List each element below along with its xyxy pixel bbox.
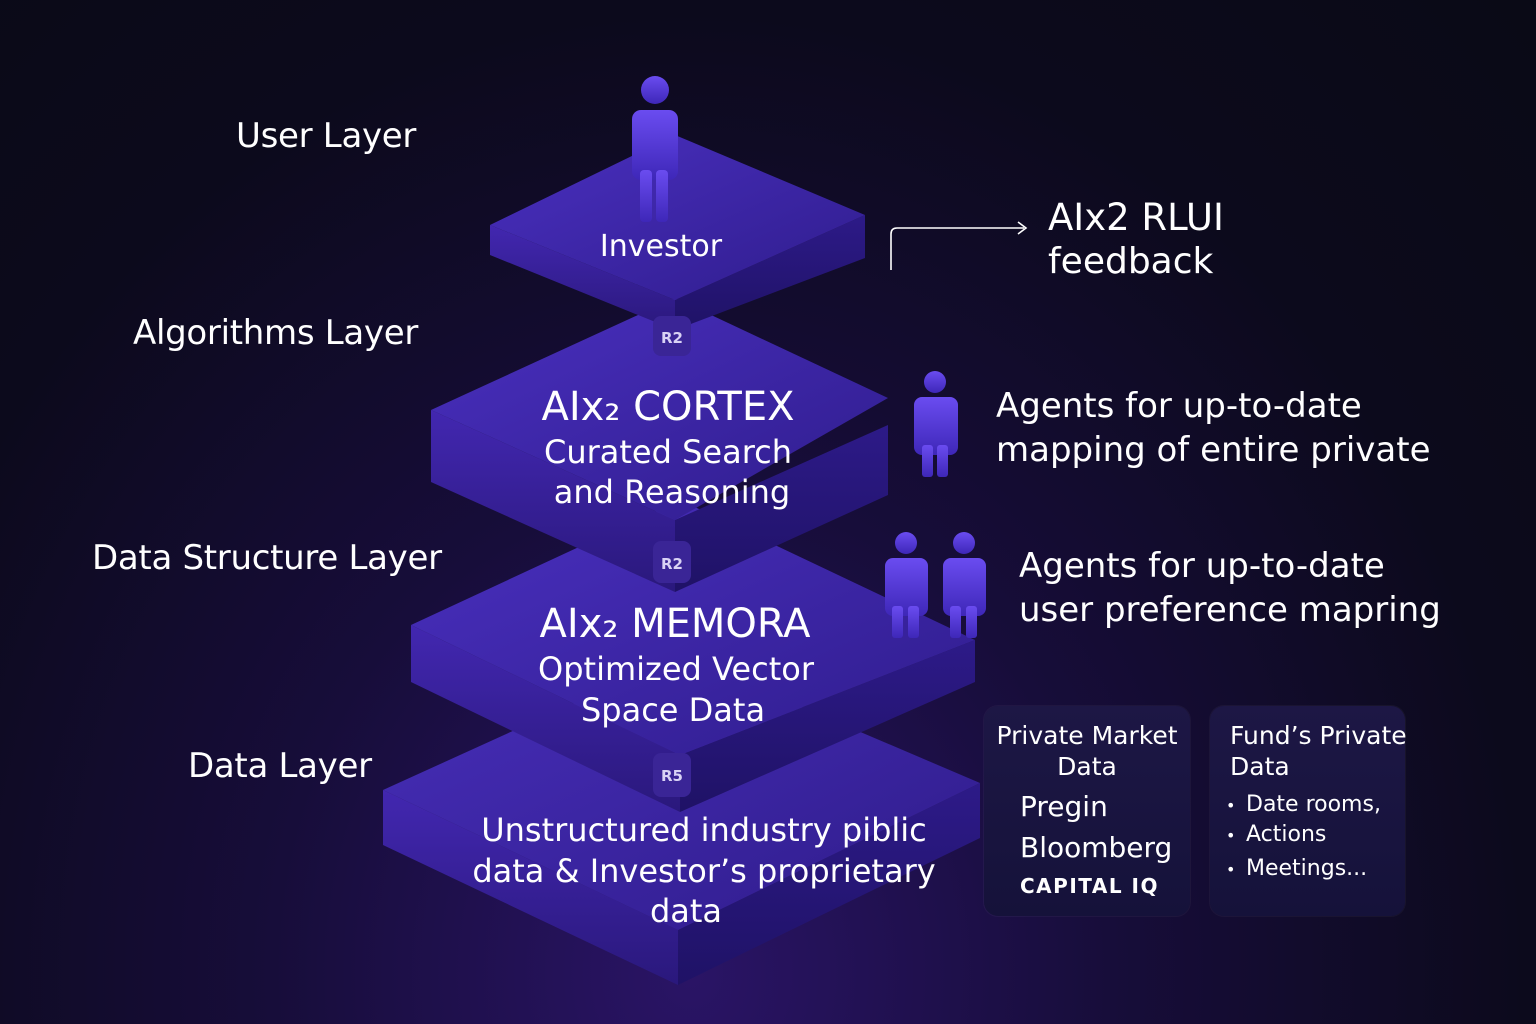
source-pregin: Pregin [1020,790,1108,823]
platform-investor [490,135,865,330]
data-line-1: Unstructured industry piblic [481,811,927,849]
agents-2-line-1: Agents for up-to-date [1019,546,1385,586]
cortex-title: AIx₂ CORTEX [541,384,795,430]
fund-private-data-card: Fund’s Private Data •Date rooms, •Action… [1210,706,1407,916]
memora-line-2: Space Data [580,691,766,729]
source-bloomberg: Bloomberg [1020,831,1173,864]
feedback-line-2: feedback [1048,241,1214,282]
feedback-line-1: AIx2 RLUI [1048,196,1224,239]
agents-1-line-1: Agents for up-to-date [996,386,1362,426]
memora-line-1: Optimized Vector [538,650,814,688]
agents-pair-icon [885,532,986,638]
fund-bullet-2-text: Actions [1246,822,1327,847]
data-line-2: data & Investor’s proprietary [472,852,936,890]
private-market-data-card: Private Market Data Pregin Bloomberg CAP… [984,706,1190,916]
fund-bullet-2: •Actions [1226,822,1327,847]
platform-cortex [431,298,888,592]
fund-bullet-1: •Date rooms, [1226,792,1381,817]
badge-r2-top-label: R2 [661,329,683,347]
investor-person-icon [632,76,678,222]
platform-memora [411,500,975,812]
layer-label-data-structure: Data Structure Layer [92,538,442,578]
fund-bullet-3: •Meetings... [1226,856,1368,881]
badge-r5 [653,753,691,797]
memora-title: AIx₂ MEMORA [539,601,811,647]
badge-r5-label: R5 [661,767,683,785]
badge-r2-mid-label: R2 [661,555,683,573]
feedback-arrow-icon [890,221,1028,270]
badge-r2-mid [653,541,691,583]
source-capital-iq: CAPITAL IQ [1020,874,1159,898]
fund-private-title-2: Data [1230,752,1290,781]
badge-r2-top [653,316,691,356]
private-market-title-1: Private Market [996,721,1178,750]
layer-label-algorithms: Algorithms Layer [133,313,419,353]
cortex-line-1: Curated Search [543,433,793,471]
layer-label-user: User Layer [236,116,417,156]
investor-label: Investor [599,229,723,264]
fund-private-title-1: Fund’s Private [1230,721,1407,750]
agent-person-icon [914,371,958,477]
layer-label-data: Data Layer [188,746,372,786]
fund-bullet-3-text: Meetings... [1246,856,1368,881]
data-line-3: data [649,892,723,930]
agents-1-line-2: mapping of entire private [996,430,1431,470]
agents-2-line-2: user preference mapring [1019,590,1441,630]
fund-bullet-1-text: Date rooms, [1246,792,1381,817]
private-market-title-2: Data [1057,752,1117,781]
cortex-line-2: and Reasoning [553,473,791,511]
